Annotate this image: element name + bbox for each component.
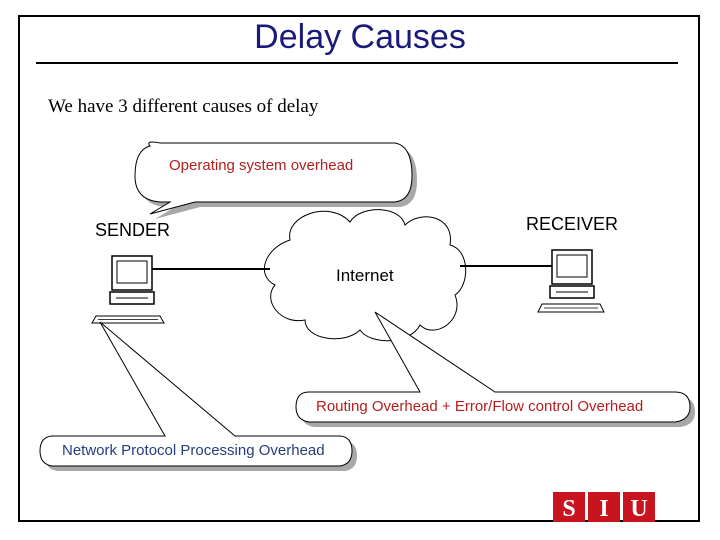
intro-text: We have 3 different causes of delay bbox=[48, 96, 319, 117]
logo-letter-u: U bbox=[630, 496, 647, 522]
os-callout-text: Operating system overhead bbox=[169, 157, 354, 174]
title-divider bbox=[36, 62, 678, 64]
network-callout-text: Network Protocol Processing Overhead bbox=[62, 442, 325, 459]
siu-logo: S I U bbox=[553, 492, 655, 522]
routing-callout-bubble bbox=[295, 311, 695, 427]
os-callout-bubble bbox=[134, 141, 417, 219]
receiver-computer-icon bbox=[537, 249, 605, 313]
sender-label: SENDER bbox=[95, 220, 171, 240]
receiver-label: RECEIVER bbox=[526, 214, 619, 234]
sender-computer-icon bbox=[91, 255, 165, 324]
slide-title: Delay Causes bbox=[254, 18, 466, 56]
logo-letter-s: S bbox=[562, 496, 575, 522]
logo-letter-i: I bbox=[599, 496, 608, 522]
internet-cloud bbox=[263, 209, 467, 342]
network-callout-bubble bbox=[39, 321, 357, 471]
routing-callout-text: Routing Overhead + Error/Flow control Ov… bbox=[316, 398, 644, 415]
slide-frame bbox=[18, 15, 700, 522]
internet-label: Internet bbox=[336, 266, 394, 285]
